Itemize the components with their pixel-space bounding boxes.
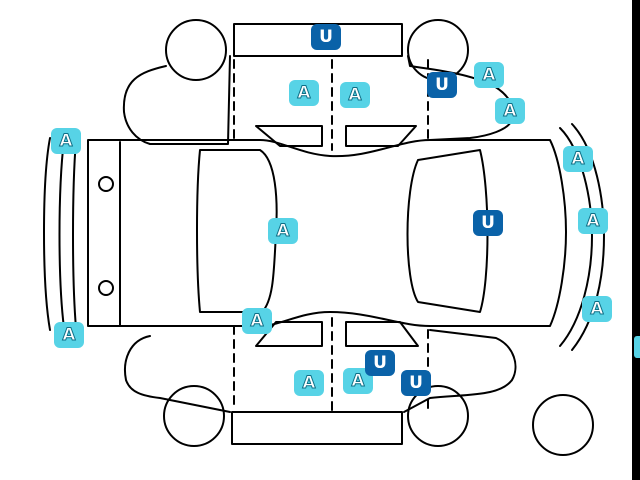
damage-marker-a[interactable]: A: [242, 308, 272, 334]
damage-marker-a[interactable]: A: [289, 80, 319, 106]
bottom-side-view: [124, 317, 517, 447]
top-body-outline: [122, 55, 515, 145]
damage-marker-a[interactable]: A: [54, 322, 84, 348]
damage-marker-u[interactable]: U: [311, 24, 341, 50]
damage-marker-a[interactable]: A: [294, 370, 324, 396]
damage-marker-u[interactable]: U: [427, 72, 457, 98]
damage-marker-a[interactable]: A: [340, 82, 370, 108]
right-edge-bar: [632, 0, 640, 480]
bottom-roof-strip: [231, 411, 403, 445]
edge-marker-fragment: [634, 336, 640, 358]
bottom-left-window: [255, 321, 323, 347]
damage-marker-a[interactable]: A: [268, 218, 298, 244]
front-light-lower: [98, 280, 114, 296]
front-bumper: [43, 137, 77, 331]
top-left-window: [255, 125, 323, 147]
main-body-view: [43, 123, 605, 351]
rear-window: [406, 149, 489, 313]
damage-marker-a[interactable]: A: [582, 296, 612, 322]
damage-marker-u[interactable]: U: [473, 210, 503, 236]
bottom-left-wheel: [163, 385, 225, 447]
front-light-upper: [98, 176, 114, 192]
windshield: [196, 149, 278, 313]
damage-marker-u[interactable]: U: [365, 350, 395, 376]
main-body-outline: [87, 139, 567, 327]
damage-marker-a[interactable]: A: [474, 62, 504, 88]
damage-marker-a[interactable]: A: [51, 128, 81, 154]
bottom-right-window: [345, 321, 419, 347]
damage-marker-a[interactable]: A: [578, 208, 608, 234]
top-left-wheel: [165, 19, 227, 81]
damage-marker-a[interactable]: A: [495, 98, 525, 124]
stray-wheel-circle: [532, 394, 594, 456]
bottom-right-wheel: [407, 385, 469, 447]
damage-marker-a[interactable]: A: [563, 146, 593, 172]
damage-marker-u[interactable]: U: [401, 370, 431, 396]
bottom-body-outline: [124, 329, 517, 413]
